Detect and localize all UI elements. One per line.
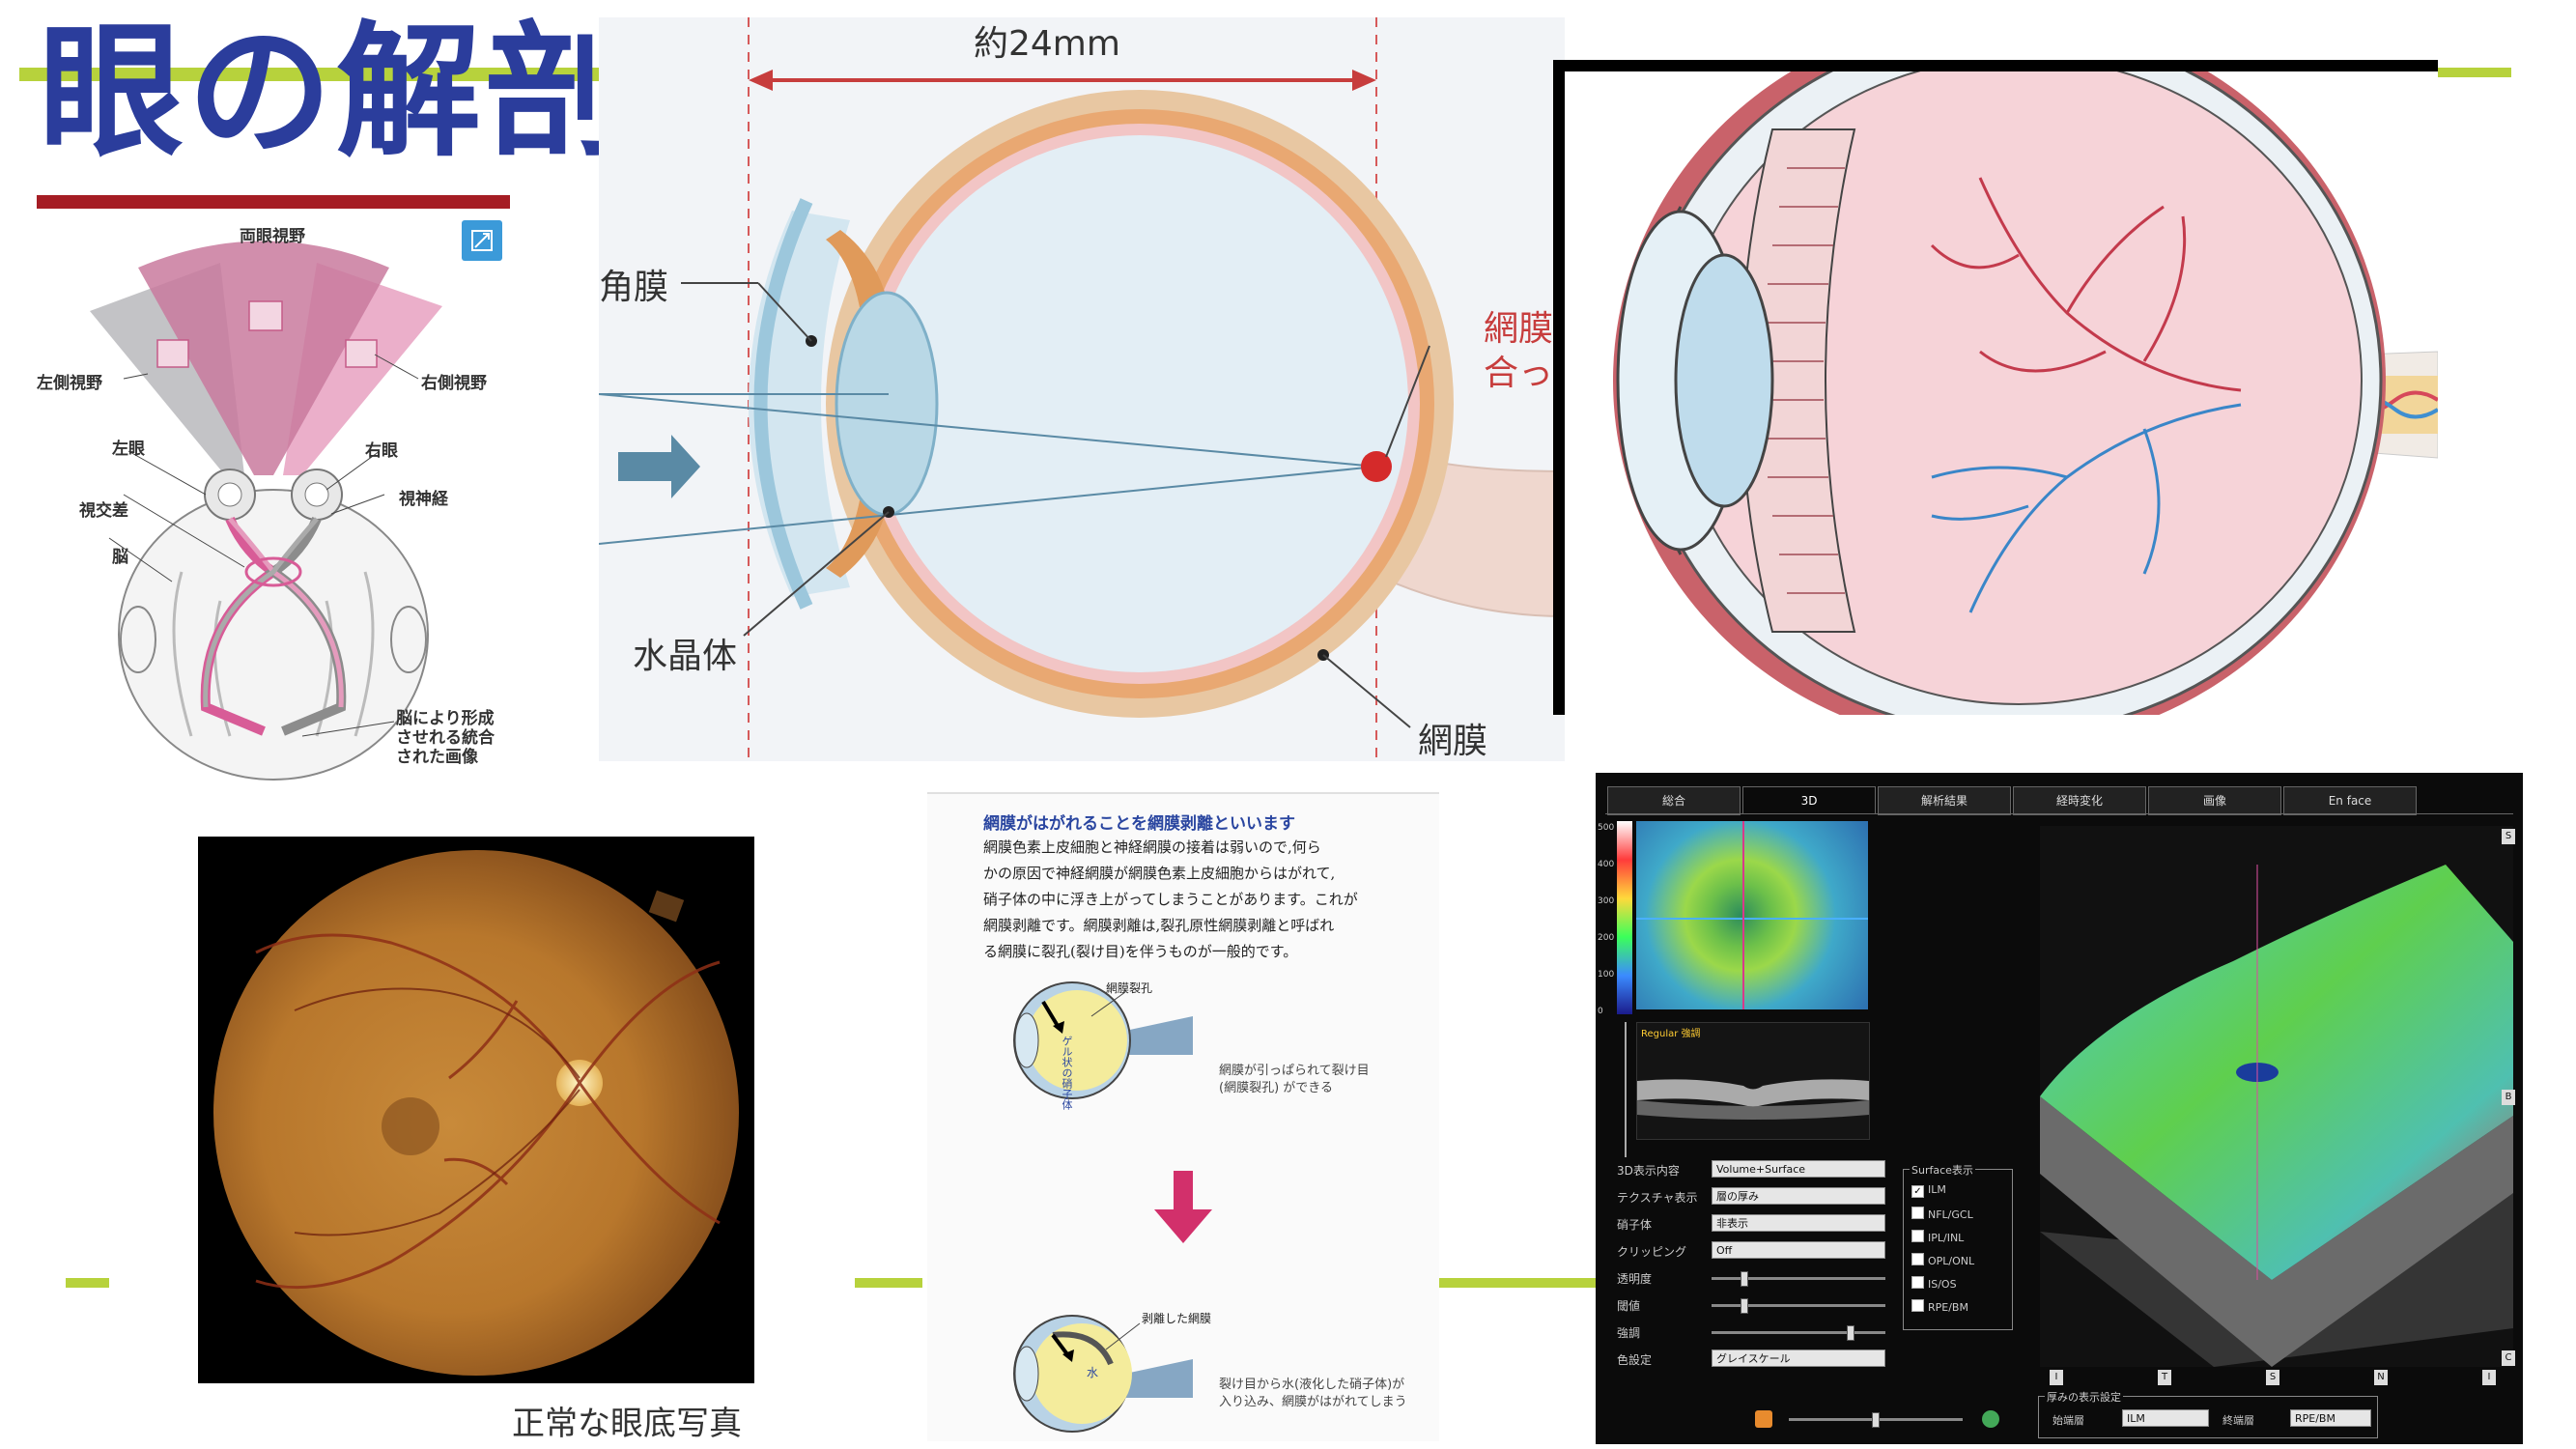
- control-slider[interactable]: [1712, 1325, 1885, 1341]
- control-label: 強調: [1617, 1326, 1641, 1340]
- surface-checkbox[interactable]: NFL/GCL: [1911, 1207, 1973, 1221]
- scale-tick: 200: [1598, 933, 1615, 943]
- label-retina: 網膜: [1418, 722, 1488, 761]
- bscan-slider[interactable]: [1625, 1022, 1627, 1157]
- label-lens: 水晶体: [633, 637, 738, 676]
- zoom-slider[interactable]: [1789, 1412, 1963, 1428]
- diagram-header-bar: [37, 195, 510, 209]
- label-both-field: 両眼視野: [240, 227, 305, 246]
- control-select[interactable]: Volume+Surface: [1712, 1160, 1885, 1178]
- label-right-field: 右側視野: [421, 374, 487, 393]
- side-marker: C: [2502, 1350, 2515, 1366]
- control-select[interactable]: Off: [1712, 1241, 1885, 1259]
- eye-cross-section-diagram: 約24mm 角膜 水晶体 網膜 合っ 網膜: [599, 17, 1565, 761]
- label-eye-width: 約24mm: [974, 24, 1120, 64]
- reset-view-icon[interactable]: [1982, 1410, 1999, 1428]
- surface-checkbox[interactable]: IPL/INL: [1911, 1230, 1964, 1244]
- retinal-detachment-explainer: 網膜がはがれることを網膜剥離といいます 網膜色素上皮細胞と神経網膜の接着は弱いの…: [927, 792, 1439, 1441]
- oct-tab-0[interactable]: 総合: [1607, 786, 1741, 815]
- cube-view-icon[interactable]: [1755, 1410, 1772, 1428]
- label-optic-nerve: 視神経: [399, 490, 448, 509]
- oct-tab-3[interactable]: 経時変化: [2013, 786, 2146, 815]
- end-layer-select[interactable]: RPE/BM: [2290, 1409, 2371, 1427]
- scale-tick: 500: [1598, 823, 1615, 833]
- scale-tick: 0: [1598, 1007, 1603, 1016]
- accent-line-left: [66, 1278, 109, 1288]
- surface-checkbox[interactable]: OPL/ONL: [1911, 1253, 1974, 1267]
- label-left-field: 左側視野: [37, 374, 102, 393]
- label-brain: 脳: [112, 548, 128, 567]
- axis-marker: N: [2374, 1370, 2388, 1385]
- slide-title: 眼の解剖: [39, 9, 635, 177]
- control-label: 3D表示内容: [1617, 1164, 1680, 1178]
- step1-caption: 網膜が引っぱられて裂け目 (網膜裂孔) ができる: [1219, 1064, 1370, 1095]
- side-marker: S: [2502, 829, 2515, 844]
- oct-bscan: Regular 強調: [1636, 1022, 1870, 1140]
- start-layer-select[interactable]: ILM: [2122, 1409, 2209, 1427]
- label-retina-focus: 網膜 合っ: [1484, 309, 1554, 393]
- control-select[interactable]: 層の厚み: [1712, 1187, 1885, 1205]
- label-cornea: 角膜: [599, 268, 669, 307]
- detachment-heading: 網膜がはがれることを網膜剥離といいます: [983, 814, 1295, 834]
- scale-tick: 400: [1598, 860, 1615, 869]
- control-label: 透明度: [1617, 1272, 1653, 1286]
- oct-3d-render[interactable]: [2040, 826, 2513, 1367]
- fundus-photo: [198, 837, 754, 1383]
- control-select[interactable]: グレイスケール: [1712, 1350, 1885, 1367]
- control-slider[interactable]: [1712, 1298, 1885, 1314]
- label-retinal-hole: 網膜裂孔: [1106, 981, 1153, 995]
- oct-tab-4[interactable]: 画像: [2148, 786, 2281, 815]
- binocular-vision-illustration: [90, 241, 442, 781]
- step2-caption: 裂け目から水(液化した硝子体)が 入り込み、網膜がはがれてしまう: [1219, 1378, 1407, 1409]
- control-slider[interactable]: [1712, 1271, 1885, 1287]
- detachment-paragraph: 網膜色素上皮細胞と神経網膜の接着は弱いので,何ら かの原因で神経網膜が網膜色素上…: [983, 838, 1358, 960]
- accent-line-right: [1439, 1278, 1599, 1288]
- title-underline: [19, 68, 599, 81]
- label-water: 水: [1087, 1366, 1099, 1379]
- control-label: 閾値: [1617, 1299, 1641, 1313]
- axis-marker: S: [2266, 1370, 2279, 1385]
- label-left-eye: 左眼: [112, 440, 145, 459]
- label-integrated-image: 脳により形成 させれる統合 された画像: [396, 709, 495, 767]
- label-chiasm: 視交差: [79, 501, 128, 521]
- surface-checkbox[interactable]: ✓ILM: [1911, 1183, 1946, 1198]
- control-select[interactable]: 非表示: [1712, 1214, 1885, 1232]
- thickness-settings-group: 厚みの表示設定 始端層 ILM 終端層 RPE/BM: [2038, 1389, 2378, 1438]
- scale-tick: 300: [1598, 896, 1615, 906]
- axis-marker: I: [2050, 1370, 2063, 1385]
- surface-checkbox[interactable]: RPE/BM: [1911, 1299, 1968, 1314]
- scale-tick: 100: [1598, 970, 1615, 980]
- oct-tab-5[interactable]: En face: [2283, 786, 2417, 815]
- fundus-caption: 正常な眼底写真: [512, 1405, 742, 1443]
- control-label: テクスチャ表示: [1617, 1191, 1698, 1205]
- label-right-eye: 右眼: [365, 441, 398, 461]
- thickness-scale-bar: [1617, 821, 1632, 1014]
- oct-tab-2[interactable]: 解析結果: [1878, 786, 2011, 815]
- oct-tab-1[interactable]: 3D: [1742, 786, 1876, 814]
- axis-marker: I: [2482, 1370, 2496, 1385]
- thickness-map: [1636, 821, 1868, 1009]
- binocular-vision-diagram: 両眼視野 左側視野 右側視野 左眼 右眼 視神経 視交差 脳 脳により形成 させ…: [37, 195, 510, 789]
- surface-checkbox[interactable]: IS/OS: [1911, 1276, 1957, 1291]
- control-label: 硝子体: [1617, 1218, 1653, 1232]
- eye-cross-section-illustration: [599, 17, 1565, 761]
- axis-marker: T: [2158, 1370, 2171, 1385]
- control-label: 色設定: [1617, 1353, 1653, 1367]
- side-marker: B: [2502, 1090, 2515, 1105]
- eye-anatomy-illustration: [1553, 60, 2438, 715]
- expand-icon[interactable]: [462, 220, 502, 261]
- label-detached-retina: 剥離した網膜: [1142, 1312, 1212, 1325]
- label-gel-vitreous: ゲル状の硝子体: [1061, 1036, 1073, 1110]
- accent-line-middle: [855, 1278, 922, 1288]
- control-label: クリッピング: [1617, 1245, 1687, 1259]
